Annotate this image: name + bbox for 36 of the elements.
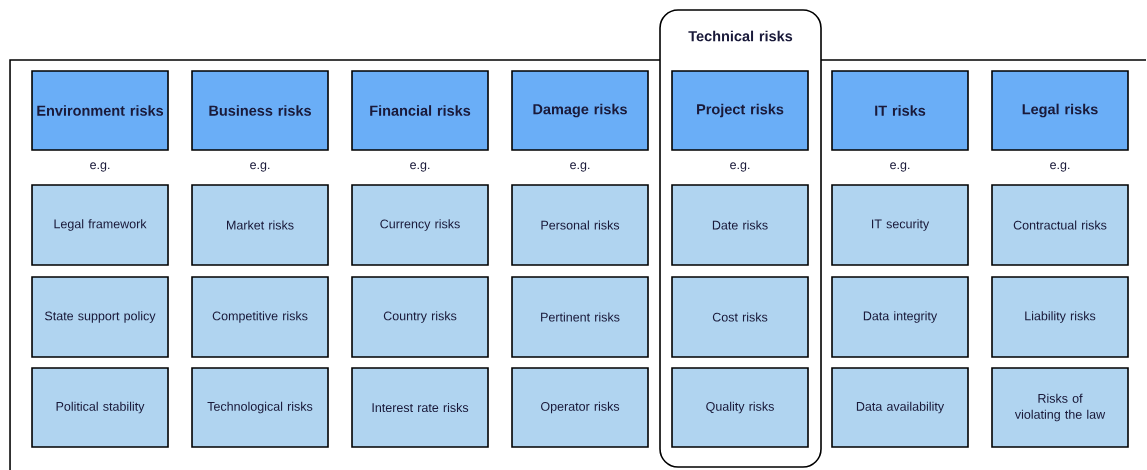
example-box: Quality risks [671,367,809,448]
example-box: Personal risks [511,184,649,266]
example-box: Legal framework [31,184,169,266]
example-box: Technological risks [191,367,329,448]
example-box: IT security [831,184,969,266]
category-box: Project risks [671,70,809,151]
example-marker: e.g. [250,162,270,172]
example-box: Data integrity [831,276,969,358]
example-marker: e.g. [90,162,110,172]
example-box: State support policy [31,276,169,358]
category-box: IT risks [831,70,969,151]
example-marker: e.g. [730,162,750,172]
category-box: Financial risks [351,70,489,151]
group-title: Technical risks [688,30,793,42]
example-marker: e.g. [890,162,910,172]
example-box: Pertinent risks [511,276,649,358]
example-box: Operator risks [511,367,649,448]
example-box: Date risks [671,184,809,266]
example-marker: e.g. [1050,162,1070,172]
example-box: Data availability [831,367,969,448]
category-box: Business risks [191,70,329,151]
example-box: Interest rate risks [351,367,489,448]
example-box: Market risks [191,184,329,266]
example-marker: e.g. [570,162,590,172]
example-marker: e.g. [410,162,430,172]
example-box: Contractual risks [991,184,1129,266]
example-box: Risks of violating the law [991,367,1129,448]
example-box: Political stability [31,367,169,448]
category-box: Environment risks [31,70,169,151]
example-box: Cost risks [671,276,809,358]
example-box: Competitive risks [191,276,329,358]
example-box: Country risks [351,276,489,358]
category-box: Damage risks [511,70,649,151]
example-box: Liability risks [991,276,1129,358]
category-box: Legal risks [991,70,1129,151]
example-box: Currency risks [351,184,489,266]
